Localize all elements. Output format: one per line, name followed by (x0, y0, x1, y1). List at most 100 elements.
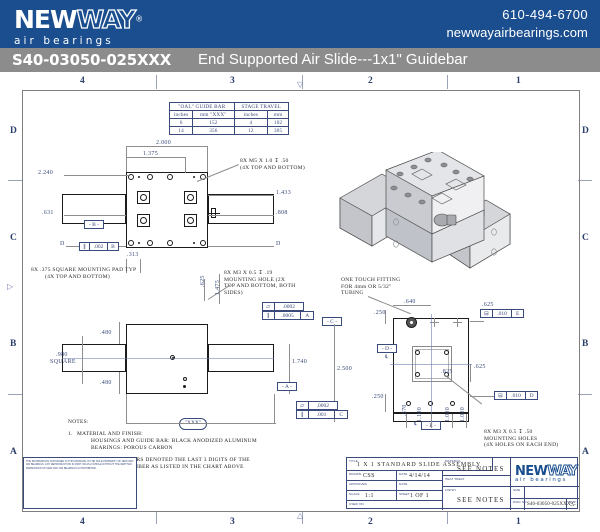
screw-hole (200, 240, 206, 246)
dim-1000-a: 1.000 (445, 407, 451, 422)
size-cell (511, 487, 525, 499)
note-m3-mounting-hole: 8X M3 X 0.5 ↧ .19 MOUNTING HOLE (2X TOP … (224, 270, 295, 296)
screw-hole (128, 240, 134, 246)
dim-line-1740 (289, 344, 290, 394)
fcf-parallelism-c: ∥ .001 C (296, 410, 348, 419)
note-1-line-2: HOUSINGS AND GUIDE BAR: BLACK ANODIZED A… (91, 438, 257, 444)
zone-divider (302, 75, 303, 89)
front-carriage (126, 324, 208, 394)
note-text: "XXX" IN MILLIMETERS DENOTED THE LAST 3 … (77, 457, 250, 471)
zone-right-D: D (582, 126, 589, 136)
dowel-hole (193, 242, 195, 244)
m3-note-line3: TOP AND BOTTOM, BOTH (224, 283, 296, 290)
bottom-hole (428, 401, 433, 406)
dim-line-2500 (334, 324, 335, 422)
bottom-hole (406, 401, 411, 406)
sheet-value: 1 OF 1 (410, 493, 430, 499)
page-header: NEWWAY® air bearings 610-494-6700 newway… (0, 0, 600, 48)
note-number: 1. (68, 431, 73, 437)
cell-oal-mm: 356 (192, 126, 235, 135)
cell-oal-mm: 152 (192, 118, 235, 127)
centerline-symbol-icon: ℄ (385, 355, 389, 360)
fcf-tolerance: .010 (493, 310, 513, 317)
datum-c-label: - C - (322, 317, 342, 326)
title-part-number: S40-03050-025XXX (12, 51, 172, 69)
fcf-datum-ref: A (305, 312, 310, 319)
centerline-horizontal (62, 358, 274, 359)
callout-m5: 8X M5 X 1.0 ↧ .50 (4X TOP AND BOTTOM) (240, 158, 305, 171)
top-view-right-arm (208, 194, 274, 224)
fcf-datum-ref: D (529, 392, 534, 399)
subheader-mm-2: mm (267, 110, 289, 119)
datum-a-label: - A - (277, 382, 297, 391)
datum-d-top: D (276, 241, 281, 247)
fcf-tolerance: .0002 (316, 402, 329, 409)
mount-note-line3: (4X HOLES ON EACH END) (484, 442, 559, 449)
mounting-pad (137, 191, 150, 204)
m3-note-line2: MOUNTING HOLE (2X (224, 276, 286, 283)
header-contact: 610-494-6700 newwayairbearings.com (446, 7, 588, 40)
dim-line-625 (204, 279, 205, 301)
zone-divider (302, 511, 303, 524)
zone-bottom-3: 3 (230, 517, 235, 527)
centerline-symbol-icon: ℄ (414, 422, 418, 427)
drawn-value: CSS (363, 473, 375, 479)
titleblock-logo-cell: NEWWAY air bearings (511, 458, 579, 487)
company-logo: NEWWAY® air bearings (14, 4, 143, 47)
date2-label: DATE (399, 482, 408, 486)
ext-line (274, 394, 275, 424)
titleblock-logo: NEWWAY (515, 462, 579, 480)
fcf-datum-ref: E (515, 310, 520, 317)
dwg-value-cell (525, 499, 567, 510)
disclaimer-text: THE INFORMATION CONTAINED IN THIS DRAWIN… (26, 460, 134, 470)
subheader-inches-2: inches (233, 110, 269, 119)
dowel-hole (138, 242, 140, 244)
ext-line (119, 322, 120, 344)
approved-label: APPROVED (349, 482, 367, 486)
m3-note-line1: 8X M3 X 0.5 ↧ .19 (224, 270, 273, 276)
front-hole (170, 355, 175, 360)
mounting-hole (187, 194, 194, 201)
material-value: SEE NOTES (457, 465, 505, 473)
datum-d-left: D (60, 241, 65, 247)
screw-hole (167, 240, 173, 246)
pocket-hole (444, 350, 449, 355)
dim-line-2240 (64, 175, 128, 176)
fitting-note-line2: FOR 4mm OR 5/32" (341, 283, 392, 290)
ext-line (406, 414, 407, 428)
fcf-tolerance: .002 (90, 243, 108, 250)
disclaimer-box: THE INFORMATION CONTAINED IN THIS DRAWIN… (23, 457, 137, 509)
contact-website[interactable]: newwayairbearings.com (446, 25, 588, 40)
approved-cell (347, 481, 397, 491)
dim-640: .640 (404, 299, 416, 305)
mounting-pad (184, 214, 197, 227)
note-2-line-2: ASSEMBLY PART NUMBER AS LISTED IN THE CH… (77, 464, 244, 470)
mount-note-line1: 8X M3 X 0.5 ↧ .50 (484, 429, 533, 435)
logo-new-text: NEW (14, 5, 78, 34)
fcf-position-d: ⊟ .010 D (494, 391, 538, 400)
drawn-label: DRAWN (349, 472, 362, 476)
ext-line (126, 259, 127, 273)
datum-d-line (208, 246, 274, 247)
zone-left-B: B (10, 339, 17, 349)
date-label: DATE (399, 472, 408, 476)
material-cell (443, 458, 511, 476)
ext-line (466, 414, 467, 428)
mounting-hole (140, 217, 147, 224)
logo-way-text: WAY (76, 4, 137, 34)
dim-line-980 (82, 336, 83, 384)
date2-cell (397, 481, 443, 491)
leader-fcf-d (470, 396, 494, 397)
screw-hole (147, 240, 153, 246)
zone-left-C: C (10, 233, 17, 243)
ext-line (140, 259, 141, 273)
fcf-tolerance: .010 (507, 392, 527, 399)
fitting-note-line3: TUBING (341, 290, 364, 297)
dowel-hole (138, 176, 140, 178)
table-subheader-row: inches mm "XXX" inches mm (168, 110, 289, 119)
dim-line-250 (385, 310, 386, 324)
center-mark-left-icon: ▷ (7, 282, 14, 291)
bottom-hole (450, 401, 455, 406)
dim-line-1433 (208, 195, 274, 196)
note-1-line-1: MATERIAL AND FINISH: (77, 431, 143, 437)
